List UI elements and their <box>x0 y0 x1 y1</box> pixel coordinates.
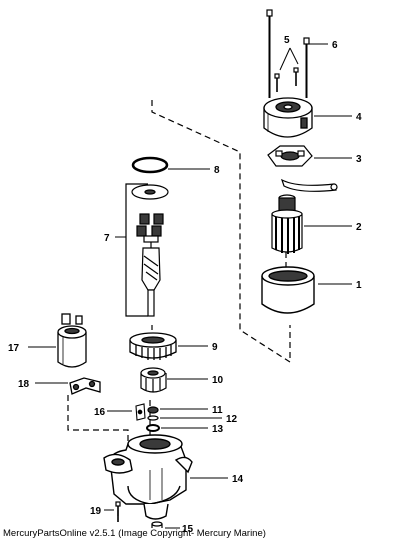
callout-9: 9 <box>212 342 218 353</box>
callout-10: 10 <box>212 375 224 386</box>
callout-17: 17 <box>8 343 20 354</box>
callout-2: 2 <box>356 222 362 233</box>
bushing <box>151 521 163 528</box>
callout-19: 19 <box>90 506 102 517</box>
callout-7: 7 <box>104 233 110 244</box>
drive-assembly <box>125 183 169 317</box>
callout-5: 5 <box>284 35 290 46</box>
housing-screw <box>115 501 121 522</box>
retaining-ring <box>131 156 169 174</box>
brush-plate <box>267 145 338 192</box>
callout-3: 3 <box>356 154 362 165</box>
callout-13: 13 <box>212 424 224 435</box>
solenoid <box>57 313 87 368</box>
copyright-caption: MercuryPartsOnline v2.5.1 (Image Copyrig… <box>3 528 266 539</box>
drive-housing <box>103 434 193 520</box>
callout-16: 16 <box>94 407 106 418</box>
field-frame <box>261 266 315 314</box>
screws <box>274 67 299 92</box>
washers <box>146 406 160 432</box>
shift-lever <box>69 377 101 395</box>
leader-lines <box>28 43 352 529</box>
callout-8: 8 <box>214 165 220 176</box>
clip <box>135 403 146 421</box>
callout-numbers: 1 2 3 4 5 6 7 8 9 10 11 12 13 14 15 16 1… <box>8 35 362 535</box>
callout-15: 15 <box>182 524 194 535</box>
callout-14: 14 <box>232 474 244 485</box>
callout-1: 1 <box>356 280 362 291</box>
callout-4: 4 <box>356 112 362 123</box>
commutator-end-cap <box>263 97 313 138</box>
armature <box>271 194 303 254</box>
callout-12: 12 <box>226 414 238 425</box>
pinion-gear <box>140 367 167 393</box>
through-bolts <box>266 9 310 98</box>
callout-6: 6 <box>332 40 338 51</box>
callout-18: 18 <box>18 379 30 390</box>
callout-11: 11 <box>212 405 223 416</box>
mid-housing <box>129 332 177 360</box>
